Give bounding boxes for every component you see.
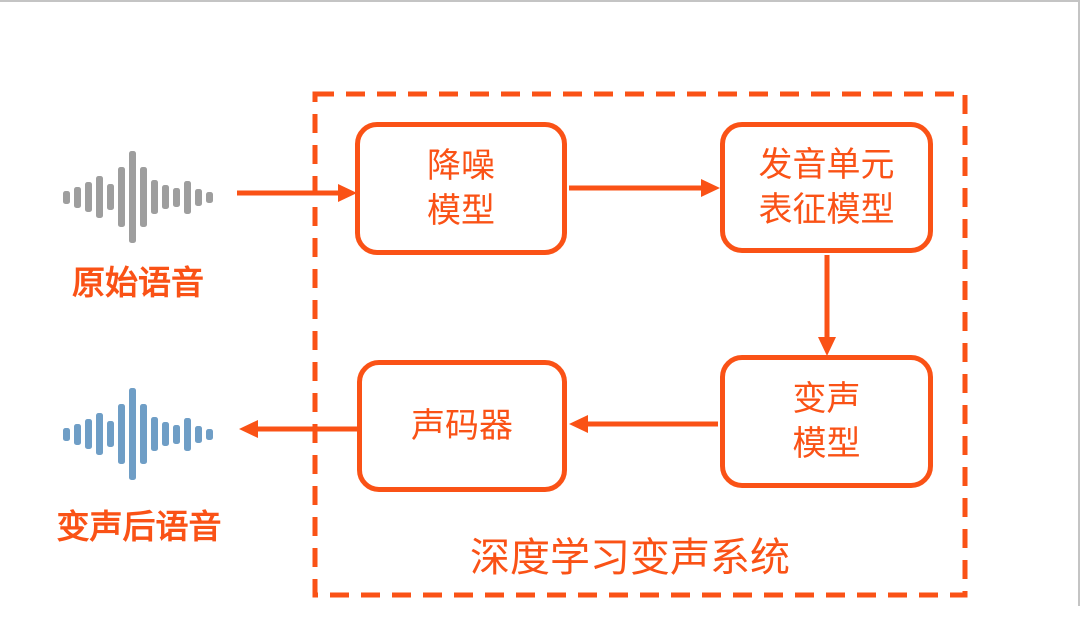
node-denoise-model: 降噪 模型 xyxy=(355,122,567,255)
node-unit-label-line2: 表征模型 xyxy=(758,189,895,230)
node-vocoder: 声码器 xyxy=(357,360,567,492)
waveform-converted-speech-icon xyxy=(57,388,219,480)
window-edge-right xyxy=(1078,0,1080,606)
node-denoise-model-label-line1: 降噪 xyxy=(427,145,495,186)
node-pronunciation-unit-representation-model: 发音单元 表征模型 xyxy=(720,122,933,253)
arrow-voice-change-to-vocoder xyxy=(569,415,718,433)
system-title: 深度学习变声系统 xyxy=(470,535,790,581)
input-speech-label: 原始语音 xyxy=(72,263,204,302)
system-boundary-dashed-box xyxy=(312,91,968,598)
output-speech-label: 变声后语音 xyxy=(56,507,222,546)
node-voice-change-model: 变声 模型 xyxy=(720,355,933,488)
node-voice-change-label-line1: 变声 xyxy=(792,378,861,419)
node-vocoder-label: 声码器 xyxy=(411,405,513,446)
arrow-denoise-to-unit xyxy=(569,179,720,197)
arrow-vocoder-to-output xyxy=(239,420,357,438)
window-edge-top xyxy=(0,0,1080,2)
arrow-input-to-denoise xyxy=(237,184,357,202)
node-voice-change-label-line2: 模型 xyxy=(792,423,861,464)
arrow-unit-to-voice-change xyxy=(818,255,836,356)
node-denoise-model-label-line2: 模型 xyxy=(427,190,495,231)
node-unit-label-line1: 发音单元 xyxy=(758,144,895,185)
waveform-original-speech-icon xyxy=(57,151,219,243)
